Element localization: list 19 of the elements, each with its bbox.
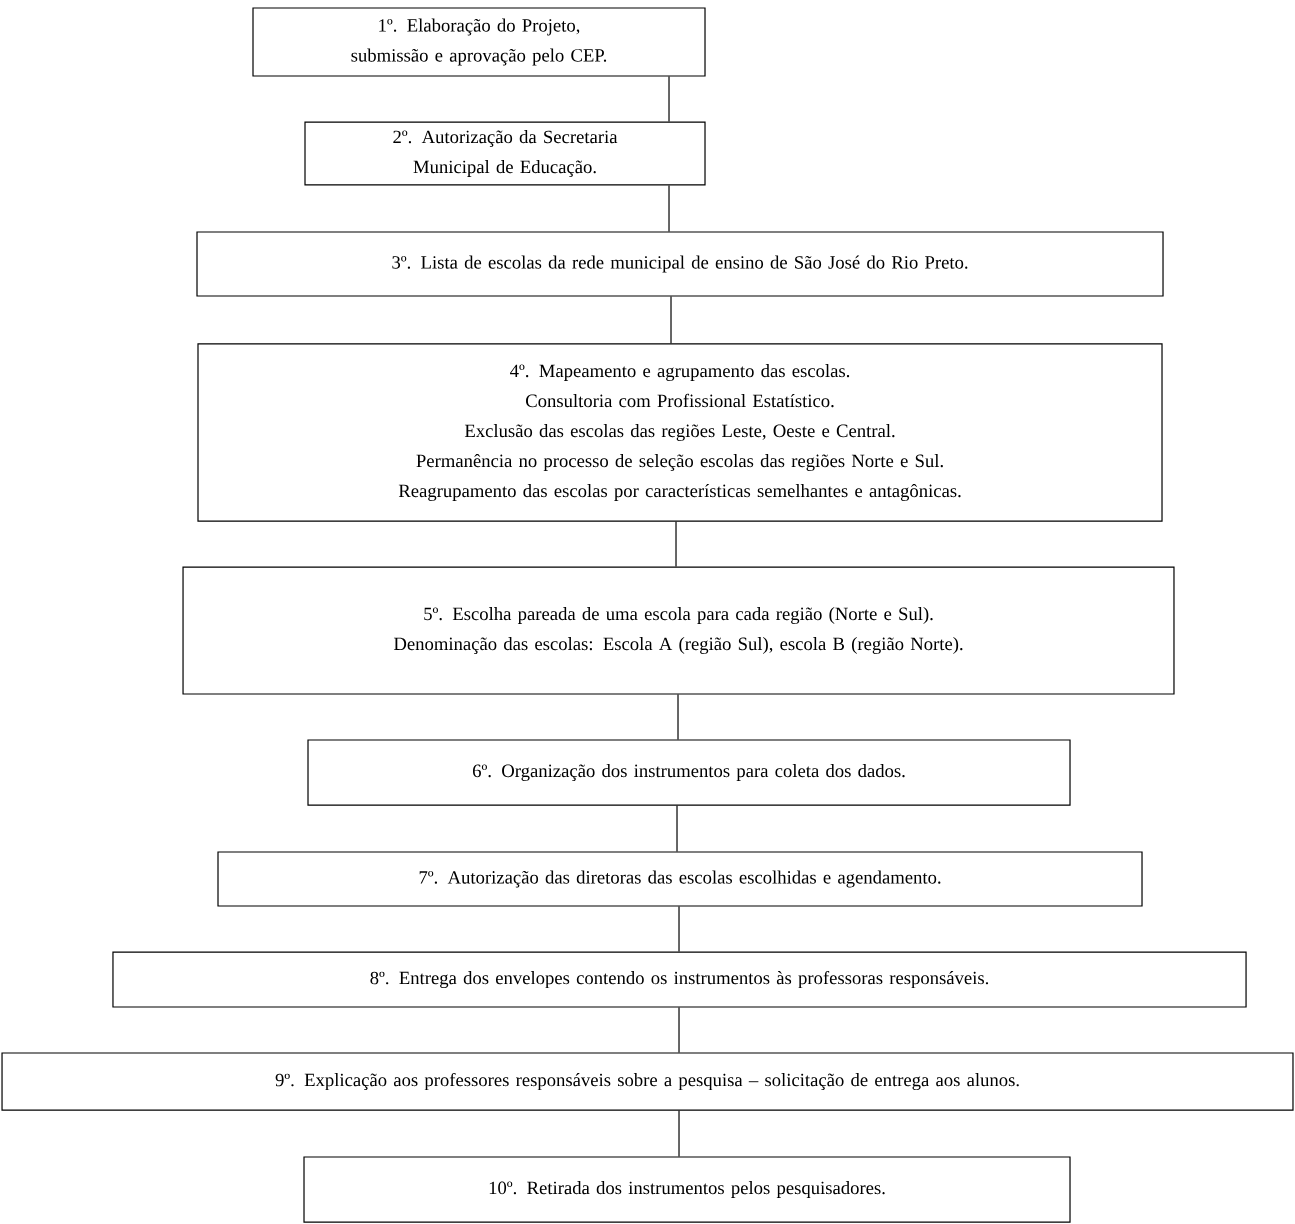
step-box: 9º. Explicação aos professores responsáveis sobre a pesquisa – solicitação de entrega aos alunos. <box>1 1052 1294 1111</box>
connector-line <box>668 76 670 123</box>
step-box: 3º. Lista de escolas da rede municipal de ensino de São José do Rio Preto. <box>196 231 1164 297</box>
step-box: 7º. Autorização das diretoras das escolas escolhidas e agendamento. <box>217 851 1143 907</box>
connector-line <box>670 296 672 344</box>
connector-line <box>677 693 679 740</box>
step-box: 10º. Retirada dos instrumentos pelos pesquisadores. <box>303 1156 1071 1223</box>
step-box: 2º. Autorização da Secretaria Municipal de Educação. <box>304 121 706 186</box>
step-box: 5º. Escolha pareada de uma escola para cada região (Norte e Sul). Denominação das escolas: Escola A (região Sul), escola B (região Norte). <box>182 566 1175 695</box>
connector-line <box>676 805 678 852</box>
connector-line <box>678 1007 680 1053</box>
connector-line <box>678 906 680 953</box>
step-box: 1º. Elaboração do Projeto, submissão e aprovação pelo CEP. <box>252 7 706 77</box>
connector-line <box>668 184 670 232</box>
step-box: 8º. Entrega dos envelopes contendo os instrumentos às professoras responsáveis. <box>112 951 1247 1008</box>
step-box: 6º. Organização dos instrumentos para coleta dos dados. <box>307 739 1071 806</box>
step-box: 4º. Mapeamento e agrupamento das escolas. Consultoria com Profissional Estatístico. Exclusão das escolas das regiões Leste, Oeste e Central. Permanência no processo de seleção escolas das regiões Norte e Sul. Reagrupamento das escolas por características semelhantes e antagônicas. <box>197 343 1163 522</box>
connector-line <box>678 1110 680 1157</box>
connector-line <box>675 521 677 568</box>
